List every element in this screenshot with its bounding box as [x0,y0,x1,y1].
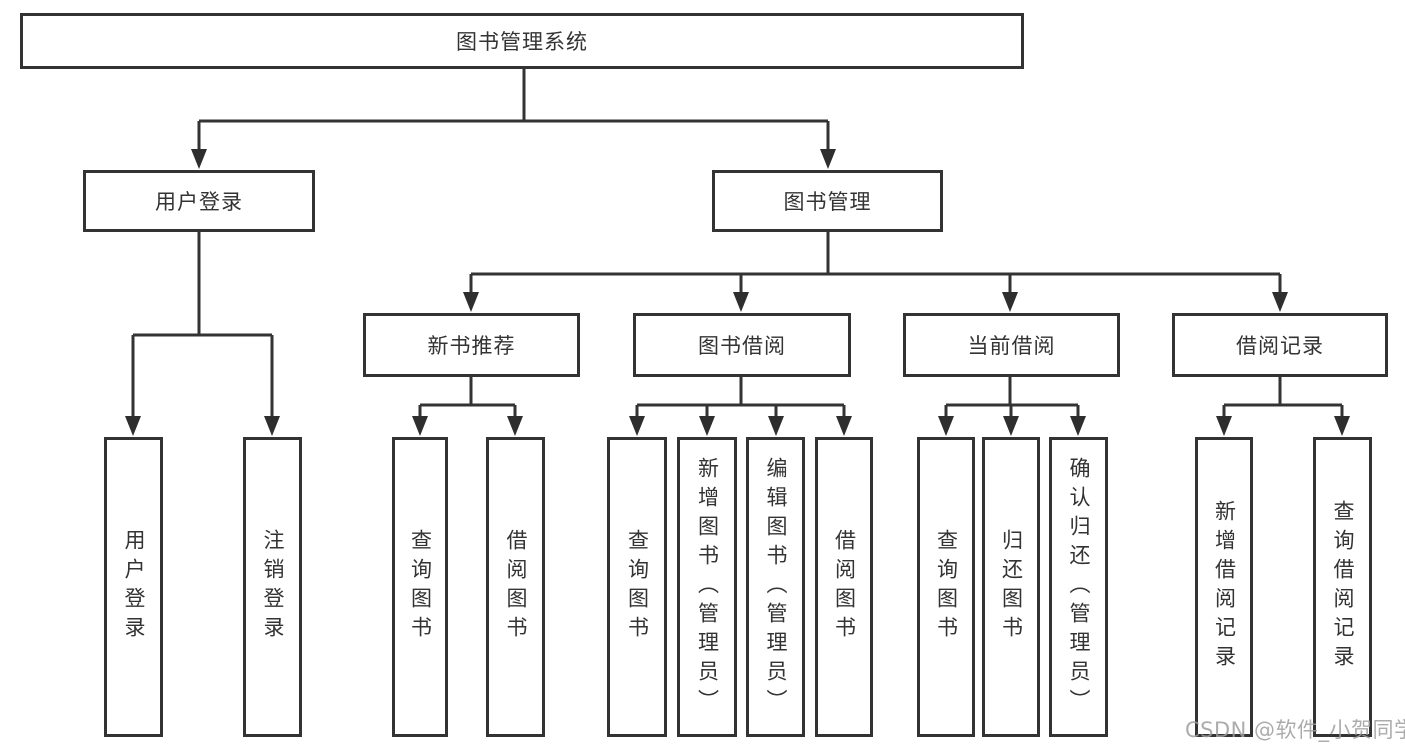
node-current-borrow: 当前借阅 [903,313,1120,377]
leaf-query-book-3: 查询图书 [917,437,975,737]
leaf-edit-book-admin: 编辑图书（管理员） [746,437,805,737]
tree-edges [131,68,1344,419]
leaf-logout: 注销登录 [243,437,302,737]
node-user-login-label: 用户登录 [155,190,243,214]
leaf-query-book-3-label: 查询图书 [934,529,959,645]
leaf-query-book-2-label: 查询图书 [625,529,650,645]
arrowheads [125,149,1350,436]
node-book-management: 图书管理 [712,170,943,232]
node-borrow-records-label: 借阅记录 [1236,334,1324,358]
node-user-login: 用户登录 [83,170,315,232]
node-root: 图书管理系统 [20,13,1024,69]
leaf-query-book-1-label: 查询图书 [408,529,433,645]
leaf-borrow-book-1: 借阅图书 [486,437,545,737]
node-current-borrow-label: 当前借阅 [967,334,1056,358]
leaf-confirm-return-admin-label: 确认归还（管理员） [1067,456,1091,718]
leaf-add-borrow-record-label: 新增借阅记录 [1212,500,1237,674]
leaf-logout-label: 注销登录 [261,529,285,645]
node-root-label: 图书管理系统 [456,30,588,54]
leaf-user-login: 用户登录 [104,437,163,737]
leaf-confirm-return-admin: 确认归还（管理员） [1049,437,1108,737]
leaf-query-book-2: 查询图书 [607,437,667,737]
node-book-management-label: 图书管理 [783,190,872,214]
leaf-query-borrow-record-label: 查询借阅记录 [1331,500,1355,674]
leaf-borrow-book-1-label: 借阅图书 [504,529,528,645]
leaf-edit-book-admin-label: 编辑图书（管理员） [764,456,788,718]
leaf-return-book: 归还图书 [982,437,1040,737]
node-book-borrow-label: 图书借阅 [698,334,786,358]
leaf-borrow-book-2-label: 借阅图书 [832,529,857,645]
leaf-user-login-label: 用户登录 [122,529,146,645]
node-new-book-recommend-label: 新书推荐 [427,334,516,358]
leaf-query-book-1: 查询图书 [392,437,448,737]
node-borrow-records: 借阅记录 [1172,313,1388,377]
leaf-query-borrow-record: 查询借阅记录 [1313,437,1372,737]
leaf-add-book-admin-label: 新增图书（管理员） [695,456,720,718]
leaf-add-borrow-record: 新增借阅记录 [1195,437,1253,737]
leaf-borrow-book-2: 借阅图书 [815,437,873,737]
node-book-borrow: 图书借阅 [633,313,851,377]
leaf-return-book-label: 归还图书 [999,529,1024,645]
node-new-book-recommend: 新书推荐 [363,313,580,377]
leaf-add-book-admin: 新增图书（管理员） [677,437,737,737]
